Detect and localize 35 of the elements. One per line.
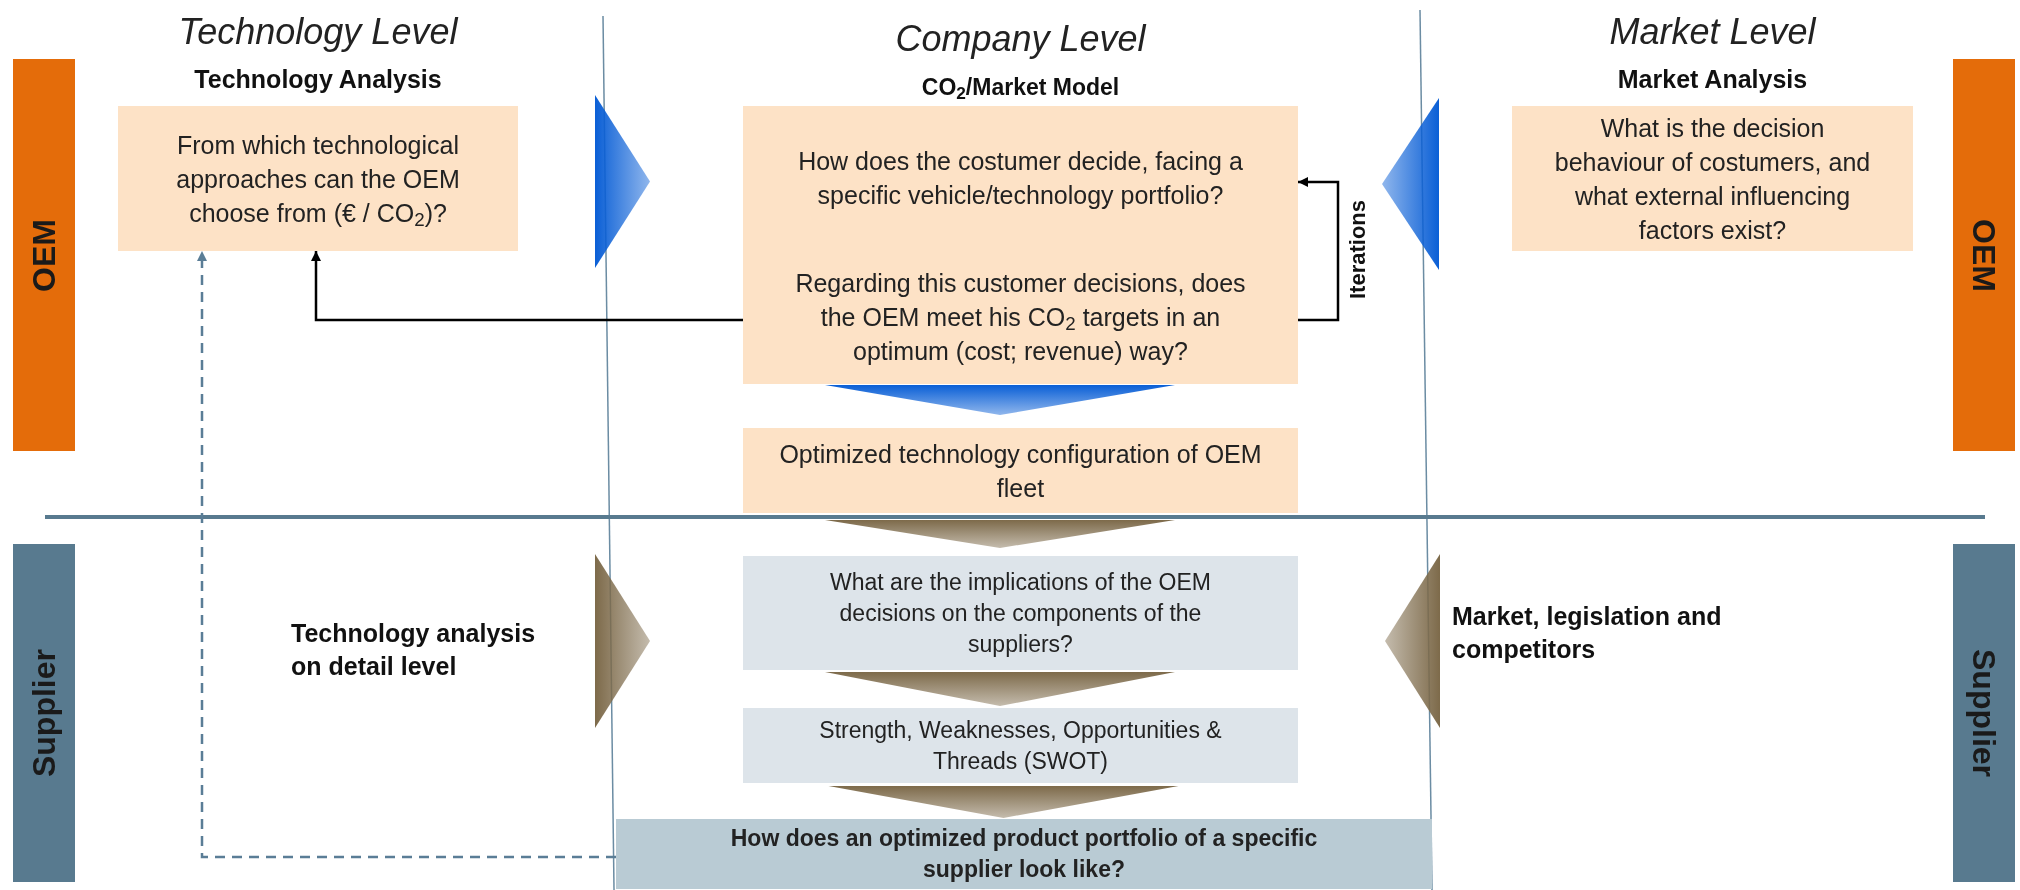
side-band (1953, 544, 2015, 882)
side-band (13, 59, 75, 451)
chevron-arrow (1382, 98, 1439, 270)
question-box: From which technological approaches can the OEM choose from (€ / CO$_{2}$)? (118, 106, 518, 251)
band-label: OEM (25, 218, 63, 292)
side-note: Technology analysis on detail level (291, 618, 537, 682)
text-box: What are the implications of the OEM decisions on the components of the suppliers? (743, 556, 1298, 670)
text-box: How does an optimized product portfolio of a specific supplier look like? (616, 819, 1432, 889)
connector-arrow (1298, 177, 1340, 322)
text-box: Strength, Weaknesses, Opportunities & Threads (SWOT) (743, 708, 1298, 783)
column-heading: Technology Level (178, 10, 458, 54)
section-heading: Technology Analysis (193, 64, 443, 95)
band-label: Supplier (25, 649, 63, 777)
chevron-arrow (595, 554, 650, 728)
side-note: Market, legislation and competitors (1452, 601, 1723, 665)
section-heading: CO$_{2}$/Market Model (920, 73, 1121, 106)
question-box: What is the decision behaviour of costumers, and what external influencing factors exist? (1512, 106, 1913, 251)
connector-arrow (311, 251, 743, 322)
chevron-arrow (825, 672, 1175, 706)
text-box: Regarding this customer decisions, does the OEM meet his CO$_{2}$ targets in an optimum (cost; revenue) way? (743, 249, 1298, 384)
connector-arrow (197, 251, 616, 859)
chevron-arrow (595, 95, 650, 268)
column-heading: Market Level (1609, 10, 1816, 54)
chevron-arrow (825, 520, 1175, 548)
side-band (1953, 59, 2015, 451)
band-label: Supplier (1965, 649, 2003, 777)
text-box: Optimized technology configuration of OEM fleet (743, 428, 1298, 513)
chevron-arrow (828, 786, 1179, 818)
chevron-arrow (1385, 554, 1440, 728)
band-label: OEM (1965, 218, 2003, 292)
chevron-arrow (825, 385, 1175, 415)
column-heading: Company Level (895, 17, 1146, 61)
question-box: How does the costumer decide, facing a specific vehicle/technology portfolio? (743, 106, 1298, 249)
side-band (13, 544, 75, 882)
section-heading: Market Analysis (1616, 64, 1809, 95)
